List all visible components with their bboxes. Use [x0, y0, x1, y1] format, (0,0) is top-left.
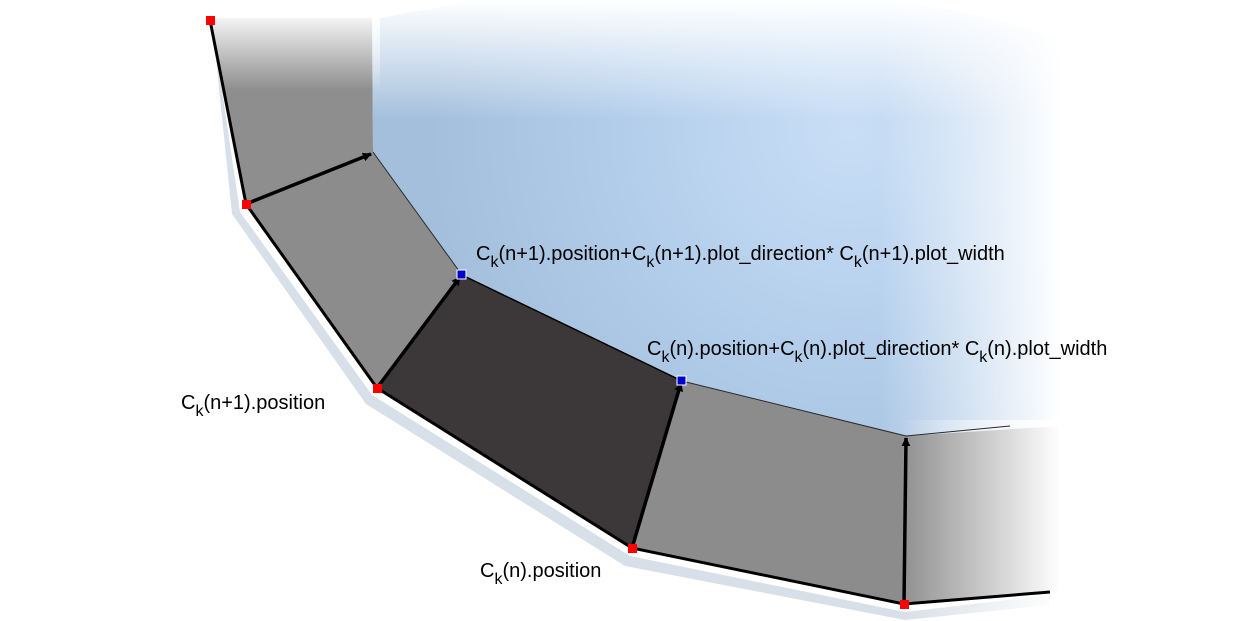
- offset-point-current: [676, 375, 687, 386]
- position-point-right: [900, 600, 909, 609]
- position-point-current: [628, 544, 637, 553]
- label-offset-next: Ck(n+1).position+Ck(n+1).plot_direction*…: [476, 243, 1005, 271]
- position-point-next: [373, 384, 382, 393]
- ring-outer-edge: [208, 19, 1051, 606]
- ring-segment-upper: [246, 152, 462, 388]
- highlighted-segment-edge: [461, 274, 683, 382]
- ring-segment-lower: [632, 381, 906, 604]
- position-point-top: [206, 16, 215, 25]
- ring-segment-right-fade: [900, 420, 1060, 620]
- plot-direction-arrow-next: [375, 275, 462, 390]
- position-point-upper: [242, 200, 251, 209]
- ring-segment-top-fade: [200, 0, 380, 90]
- label-position-current: Ck(n).position: [480, 560, 602, 588]
- offset-point-next: [456, 269, 467, 280]
- plot-direction-arrow-current: [630, 382, 684, 549]
- plot-direction-arrow-right: [901, 437, 911, 605]
- plot-direction-arrow-top: [245, 152, 372, 206]
- ring-segment-highlighted: [377, 275, 682, 548]
- sky-fade-top: [360, 0, 1060, 120]
- label-offset-current: Ck(n).position+Ck(n).plot_direction* Ck(…: [647, 338, 1108, 366]
- label-position-next: Ck(n+1).position: [181, 392, 326, 420]
